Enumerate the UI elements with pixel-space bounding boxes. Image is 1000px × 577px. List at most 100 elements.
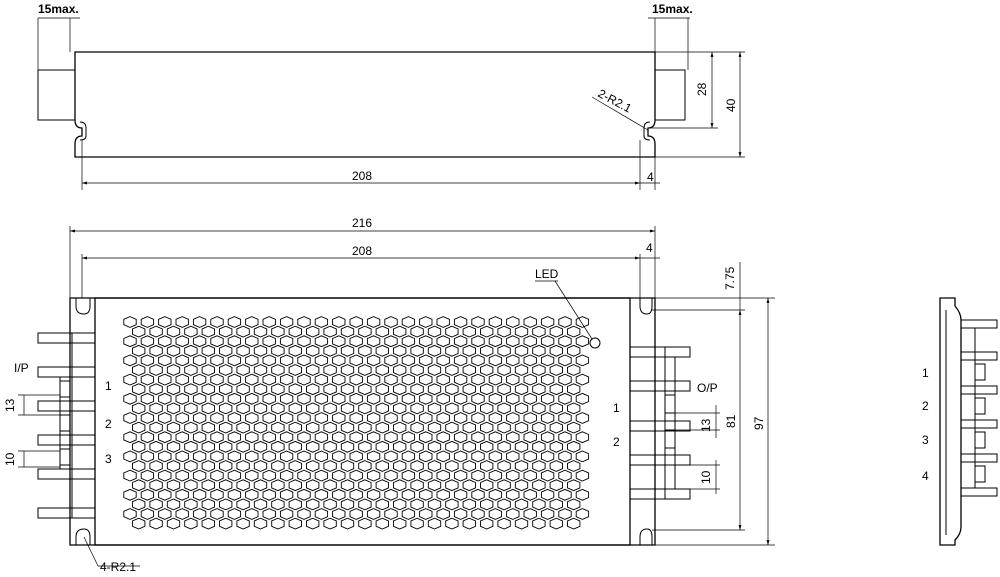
front-dim-775: 7.75 bbox=[723, 266, 737, 290]
vent-hole bbox=[245, 354, 259, 367]
vent-hole bbox=[445, 440, 459, 453]
vent-hole bbox=[401, 335, 416, 348]
vent-hole bbox=[497, 325, 511, 338]
vent-hole bbox=[393, 421, 407, 434]
vent-hole bbox=[219, 325, 233, 338]
vent-hole bbox=[297, 508, 311, 520]
vent-hole bbox=[497, 460, 511, 472]
vent-hole bbox=[306, 498, 320, 511]
vent-hole bbox=[462, 364, 476, 376]
vent-hole bbox=[358, 383, 372, 396]
vent-hole bbox=[497, 498, 511, 511]
vent-hole bbox=[314, 373, 329, 386]
vent-hole bbox=[166, 440, 181, 453]
vent-hole bbox=[140, 488, 155, 501]
vent-hole bbox=[349, 335, 363, 348]
vent-hole bbox=[140, 431, 155, 444]
vent-hole bbox=[149, 421, 163, 434]
vent-hole bbox=[366, 450, 381, 463]
vent-hole bbox=[340, 479, 355, 492]
vent-hole bbox=[192, 508, 207, 520]
vent-hole bbox=[271, 344, 285, 357]
vent-hole bbox=[488, 316, 503, 328]
vent-hole bbox=[436, 488, 450, 501]
vent-hole bbox=[184, 479, 198, 492]
vent-hole bbox=[567, 460, 581, 472]
vent-hole bbox=[393, 440, 407, 453]
vent-hole bbox=[288, 325, 302, 338]
vent-hole bbox=[158, 431, 172, 444]
vent-hole bbox=[219, 383, 233, 396]
vent-hole bbox=[210, 316, 224, 328]
vent-hole bbox=[192, 392, 207, 405]
vent-hole bbox=[523, 316, 537, 328]
vent-hole bbox=[306, 460, 320, 472]
vent-hole bbox=[166, 383, 181, 396]
vent-hole bbox=[514, 325, 529, 338]
vent-hole bbox=[445, 498, 459, 511]
vent-hole bbox=[523, 450, 537, 463]
vent-hole bbox=[340, 344, 355, 357]
top-right-max-label: 15max. bbox=[652, 2, 693, 16]
vent-hole bbox=[271, 325, 285, 338]
vent-hole bbox=[532, 440, 546, 453]
vent-hole bbox=[236, 344, 250, 357]
vent-hole bbox=[219, 479, 233, 492]
vent-hole bbox=[358, 479, 372, 492]
vent-hole bbox=[279, 488, 294, 501]
vent-hole bbox=[175, 431, 189, 444]
vent-hole bbox=[401, 508, 416, 520]
led-indicator bbox=[589, 337, 601, 349]
front-mount-holes-label: 4-R2.1 bbox=[100, 560, 136, 574]
vent-hole bbox=[558, 488, 572, 501]
vent-hole bbox=[158, 508, 172, 520]
vent-hole bbox=[540, 508, 555, 520]
vent-hole bbox=[184, 383, 198, 396]
vent-hole bbox=[314, 316, 329, 328]
vent-hole bbox=[558, 335, 572, 348]
vent-hole bbox=[123, 431, 137, 444]
vent-hole bbox=[166, 498, 181, 511]
vent-hole bbox=[332, 392, 346, 405]
vent-hole bbox=[506, 412, 520, 424]
vent-hole bbox=[149, 479, 163, 492]
vent-hole bbox=[567, 517, 581, 530]
vent-hole bbox=[297, 373, 311, 386]
vent-hole bbox=[158, 469, 172, 482]
side-pin-3: 3 bbox=[922, 433, 929, 447]
vent-hole bbox=[540, 412, 555, 424]
vent-hole bbox=[540, 373, 555, 386]
vent-hole bbox=[192, 373, 207, 386]
vent-hole bbox=[436, 392, 450, 405]
vent-hole bbox=[149, 440, 163, 453]
vent-hole bbox=[236, 383, 250, 396]
vent-hole bbox=[358, 498, 372, 511]
vent-hole bbox=[427, 402, 442, 415]
vent-hole bbox=[453, 508, 468, 520]
vent-hole bbox=[419, 335, 433, 348]
vent-hole bbox=[384, 392, 398, 405]
vent-hole bbox=[184, 344, 198, 357]
vent-hole bbox=[175, 508, 189, 520]
vent-hole bbox=[514, 344, 529, 357]
vent-hole bbox=[149, 402, 163, 415]
vent-hole bbox=[393, 460, 407, 472]
vent-hole bbox=[453, 373, 468, 386]
vent-hole bbox=[123, 488, 137, 501]
vent-hole bbox=[375, 479, 389, 492]
vent-hole bbox=[436, 469, 450, 482]
vent-hole bbox=[253, 517, 268, 530]
vent-hole bbox=[480, 460, 494, 472]
vent-hole bbox=[262, 354, 276, 367]
vent-hole bbox=[567, 344, 581, 357]
vent-hole bbox=[306, 383, 320, 396]
vent-hole bbox=[236, 517, 250, 530]
vent-hole bbox=[471, 373, 485, 386]
vent-hole bbox=[488, 354, 503, 367]
vent-hole bbox=[219, 364, 233, 376]
vent-hole bbox=[245, 316, 259, 328]
vent-hole bbox=[219, 421, 233, 434]
vent-hole bbox=[271, 421, 285, 434]
vent-hole bbox=[323, 479, 337, 492]
vent-hole bbox=[332, 469, 346, 482]
